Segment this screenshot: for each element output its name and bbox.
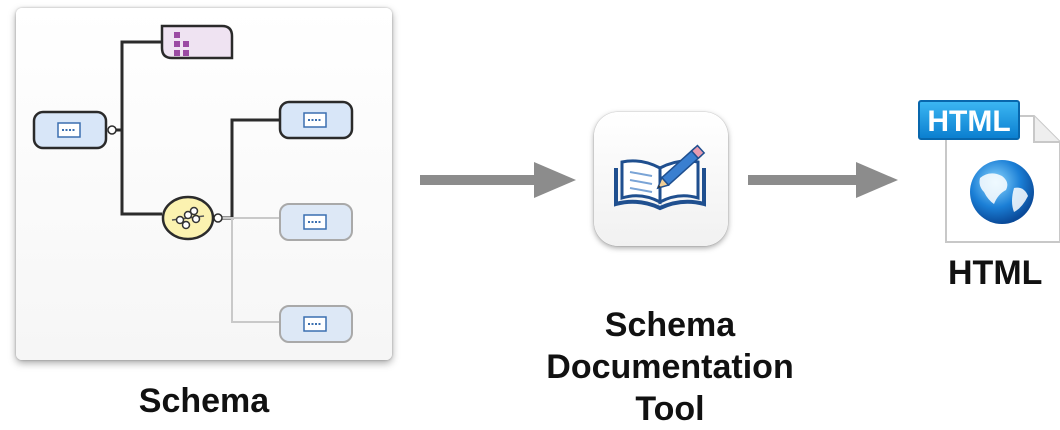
schema-diagram [16,8,392,360]
right-arrow-icon [420,162,576,198]
child-element-box [279,305,353,343]
html-label: HTML [948,254,1043,292]
child-element-box [278,100,354,140]
documentation-tool-icon [594,112,728,246]
tool-label-line: Schema [604,306,736,344]
child-element-box [279,203,353,241]
html-file-icon: HTML [910,96,1060,246]
schema-tree-icon [32,24,354,343]
complex-type-box [160,24,234,60]
sequence-node [161,195,215,241]
right-arrow-icon [748,162,898,198]
html-badge: HTML [918,100,1020,140]
tool-label-line: Tool [635,390,705,428]
schema-label: Schema [138,382,270,420]
tool-label: Schema Documentation Tool [480,304,860,430]
book-pencil-icon [614,144,706,211]
tool-label-line: Documentation [546,348,794,386]
root-element-box [32,110,108,150]
html-globe-file-icon [945,115,1060,243]
